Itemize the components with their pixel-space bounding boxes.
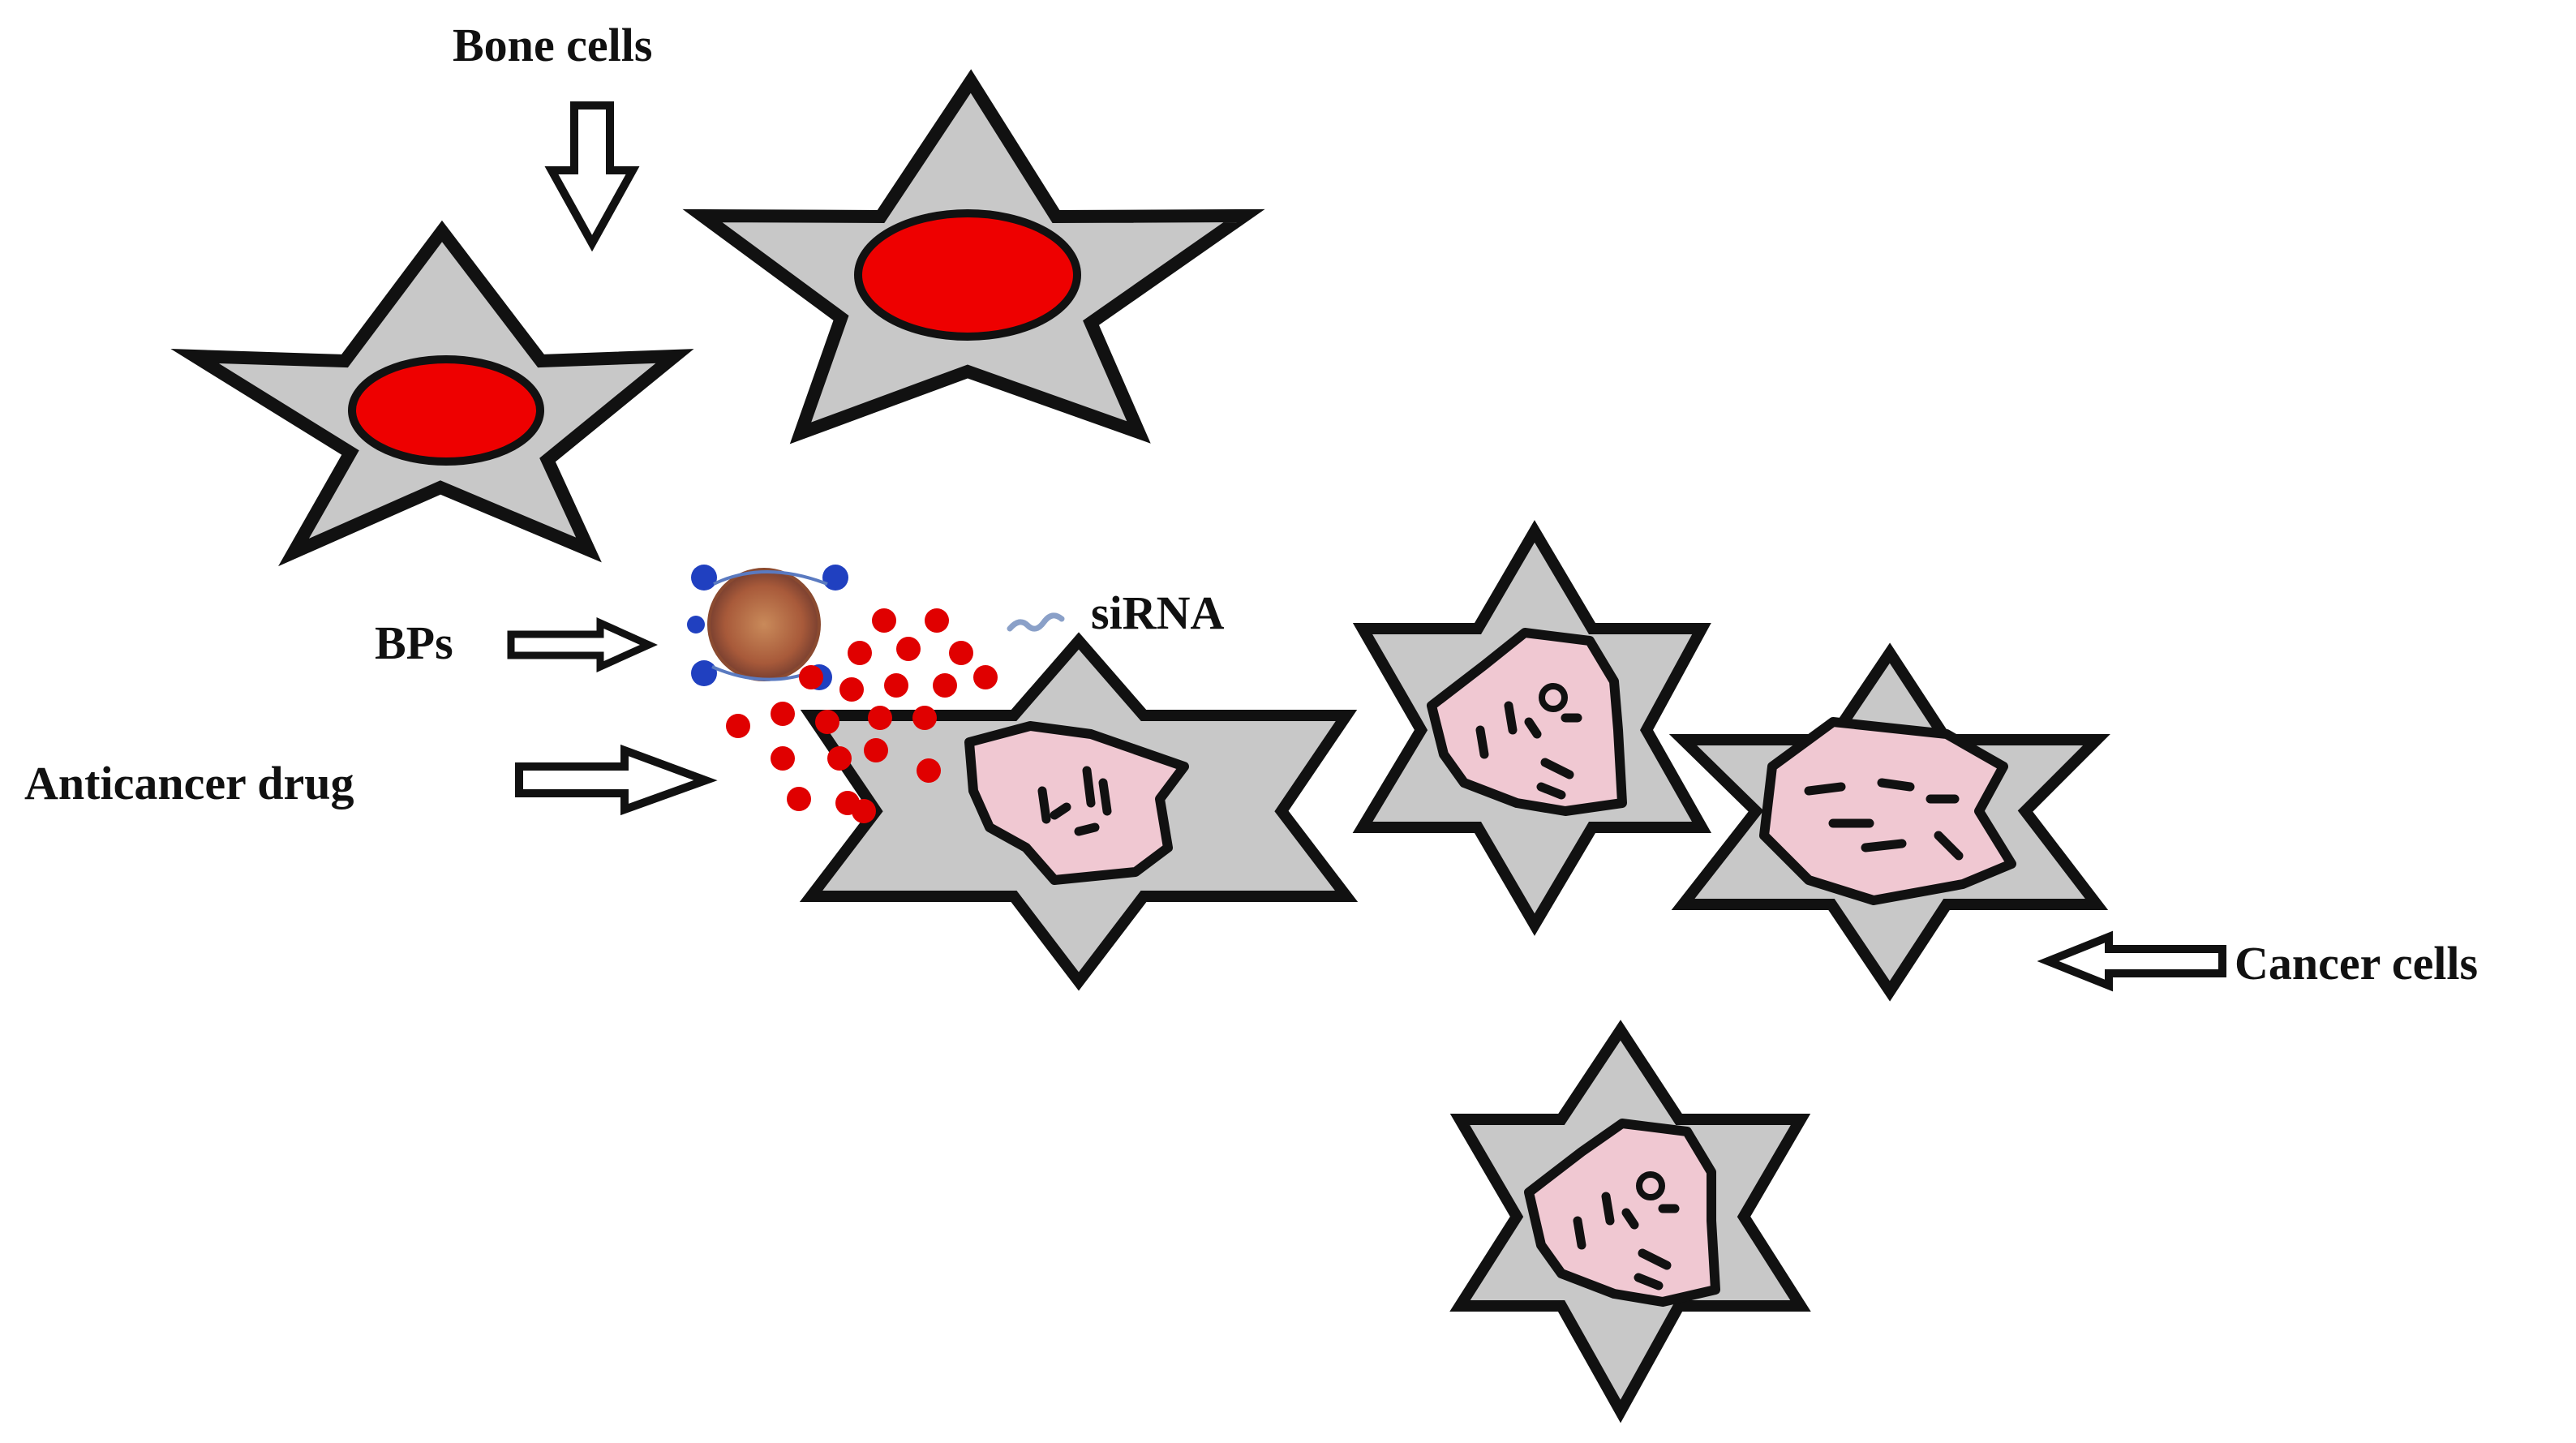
anticancer-drug-arrow-icon — [515, 744, 718, 816]
sirna-strand — [1007, 612, 1065, 632]
cancer-cell-vesicle — [1636, 1171, 1665, 1200]
bps-nanoparticle — [687, 565, 848, 690]
cancer-cell-2 — [1352, 520, 1712, 936]
bone-cells-arrow-icon — [544, 101, 640, 252]
label-bone-cells: Bone cells — [453, 19, 652, 71]
label-bps: BPs — [375, 616, 453, 669]
label-sirna: siRNA — [1091, 586, 1224, 639]
bone-cell-right — [682, 69, 1265, 444]
cancer-cell-4 — [1449, 1020, 1811, 1424]
cancer-cells-arrow-icon — [2037, 930, 2226, 992]
cancer-cell-3 — [1668, 642, 2110, 1002]
cancer-cell-1 — [799, 632, 1359, 991]
bone-cell-nucleus — [854, 209, 1081, 341]
cancer-cell-nucleus — [1759, 717, 2016, 905]
bone-cell-nucleus — [348, 355, 544, 466]
label-anticancer-drug: Anticancer drug — [24, 757, 354, 810]
bone-cell-left — [170, 220, 694, 567]
anticancer-drug-dots — [726, 608, 998, 823]
cancer-cell-vesicle — [1539, 683, 1568, 712]
label-cancer-cells: Cancer cells — [2235, 937, 2478, 990]
cancer-cell-nucleus — [964, 721, 1189, 885]
bps-arrow-icon — [507, 617, 658, 672]
